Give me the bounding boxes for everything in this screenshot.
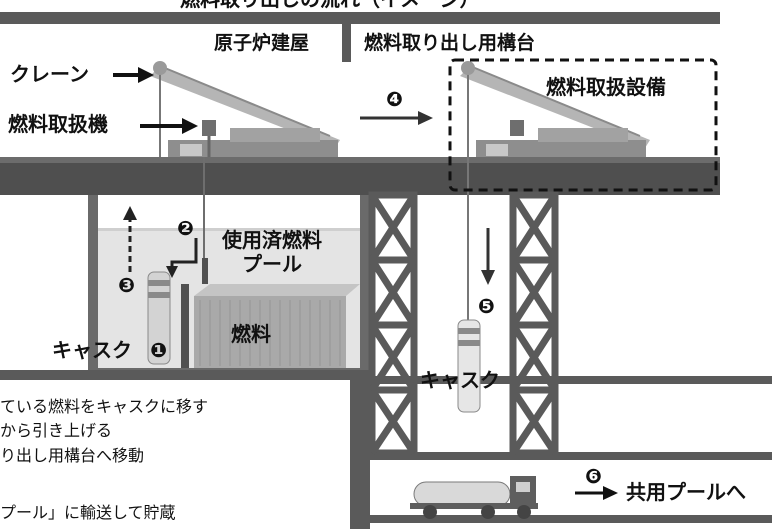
step6-arrow	[575, 486, 618, 500]
ground-line	[370, 515, 772, 523]
step2-arrow	[166, 238, 198, 278]
cask-icon	[147, 271, 171, 365]
basement-wall	[350, 380, 370, 529]
step3-arrow	[123, 206, 137, 272]
fuel-handling-equipment-label: 燃料取扱設備	[546, 75, 666, 99]
pool-gate-post	[181, 284, 189, 368]
step-6-marker: ❻	[585, 464, 602, 488]
step-4-marker: ❹	[386, 87, 403, 111]
diagram-title: 燃料取り出しの流れ（イメージ）	[180, 0, 480, 9]
step-1-marker: ❶	[150, 338, 167, 362]
common-pool-label: 共用プールへ	[626, 480, 746, 504]
fuel-handling-machine-icon	[202, 120, 216, 258]
legend-line-1: ている燃料をキャスクに移す	[0, 397, 209, 416]
truck-icon	[410, 476, 538, 519]
fuel-handling-equipment-box	[448, 58, 718, 192]
reactor-building-label: 原子炉建屋	[214, 32, 310, 54]
step4-arrow	[360, 111, 433, 125]
legend-line-3: り出し用構台へ移動	[0, 446, 145, 465]
pool-gate-post	[202, 258, 208, 284]
cask-label-right: キャスク	[420, 368, 500, 392]
step5-arrow	[481, 228, 495, 285]
fuel-rack	[194, 284, 360, 368]
legend-line-2: から引き上げる	[0, 421, 113, 440]
cask-icon	[457, 319, 481, 413]
basement-wall	[370, 452, 772, 460]
crane-icon	[460, 61, 650, 320]
lattice-tower-left	[368, 191, 418, 457]
lattice-tower-right	[509, 191, 559, 457]
crane-label: クレーン	[10, 62, 89, 86]
fuel-handling-machine-label: 燃料取扱機	[8, 112, 108, 136]
spent-fuel-pool-label: 使用済燃料 プール	[222, 228, 322, 276]
machine-label-arrow	[140, 118, 198, 134]
roof-band	[0, 12, 720, 24]
fuel-label: 燃料	[231, 322, 271, 346]
basement-wall	[0, 370, 370, 380]
step-2-marker: ❷	[177, 216, 194, 240]
legend-line-5: プール」に輸送して貯蔵	[0, 503, 176, 522]
step-5-marker: ❺	[478, 294, 495, 318]
step-3-marker: ❸	[118, 273, 135, 297]
lower-floor	[370, 376, 772, 384]
crane-icon	[150, 61, 340, 157]
platform-label: 燃料取り出し用構台	[364, 32, 536, 54]
crane-label-arrow	[113, 67, 154, 83]
cask-label-left: キャスク	[52, 338, 132, 362]
building-divider	[342, 24, 351, 62]
floor-slab-top	[0, 157, 720, 163]
